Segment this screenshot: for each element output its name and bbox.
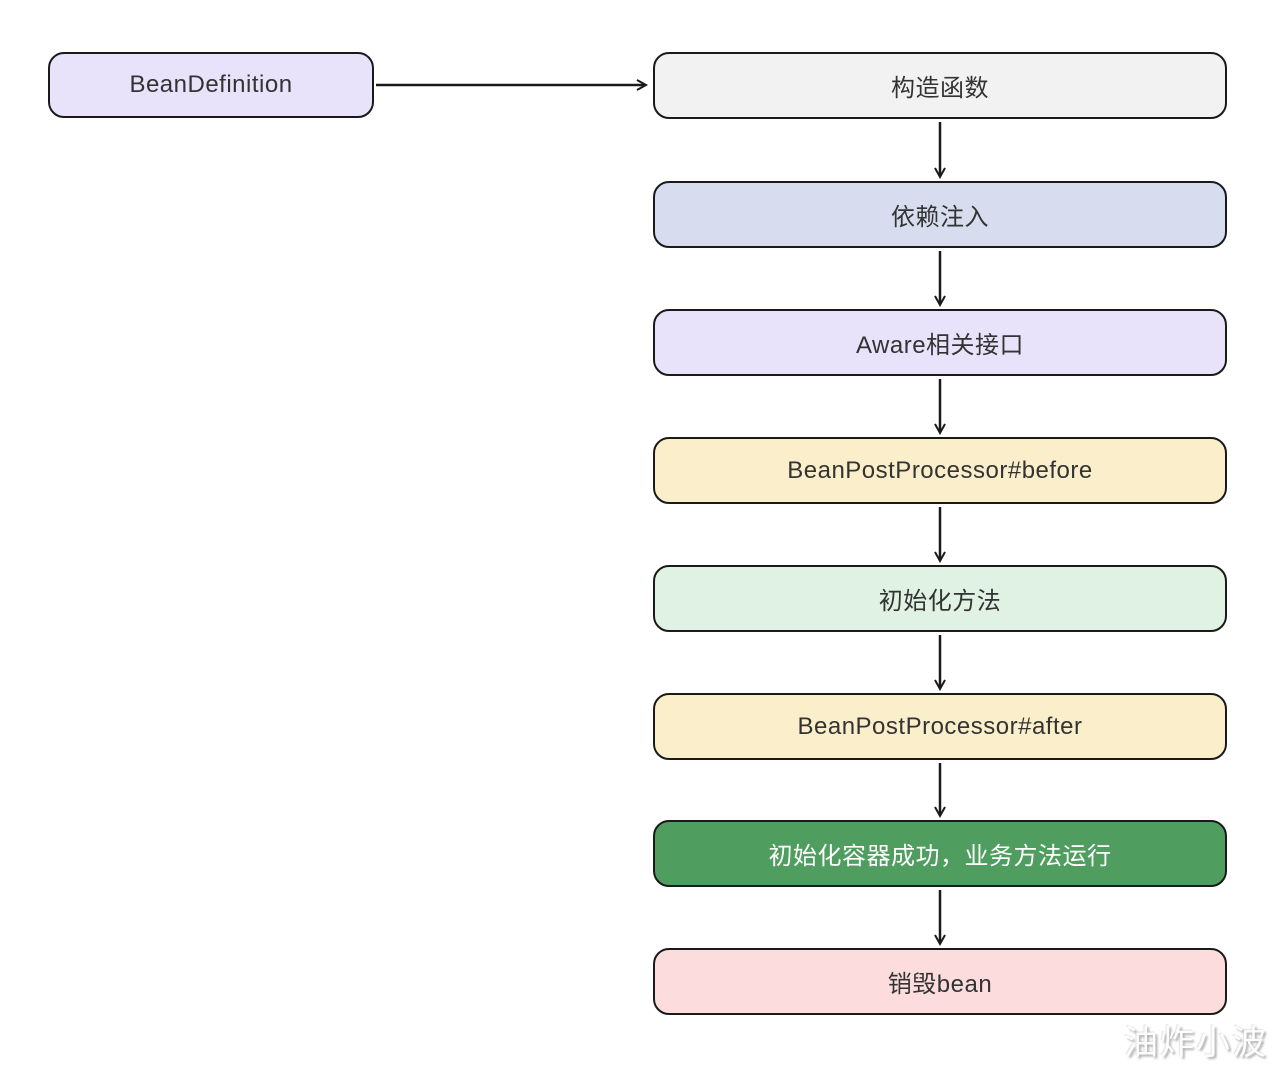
node-destroy-bean-label: 销毁bean	[887, 971, 993, 998]
node-beandefinition-label: BeanDefinition	[129, 71, 293, 98]
node-beandefinition: BeanDefinition	[48, 52, 374, 118]
node-dependency-injection-label: 依赖注入	[891, 204, 989, 231]
node-dependency-injection: 依赖注入	[653, 181, 1227, 248]
node-init-method-label: 初始化方法	[878, 588, 1002, 615]
node-beanpostprocessor-before-label: BeanPostProcessor#before	[787, 456, 1093, 484]
node-constructor-label: 构造函数	[891, 75, 989, 102]
node-aware-interfaces-label: Aware相关接口	[855, 332, 1025, 359]
node-beanpostprocessor-before: BeanPostProcessor#before	[653, 437, 1227, 504]
node-beanpostprocessor-after: BeanPostProcessor#after	[653, 693, 1227, 760]
node-container-running: 初始化容器成功，业务方法运行	[653, 820, 1227, 887]
watermark: 油炸小波	[1124, 1024, 1268, 1062]
node-container-running-label: 初始化容器成功，业务方法运行	[768, 843, 1112, 870]
node-aware-interfaces: Aware相关接口	[653, 309, 1227, 376]
node-destroy-bean: 销毁bean	[653, 948, 1227, 1015]
node-constructor: 构造函数	[653, 52, 1227, 119]
node-init-method: 初始化方法	[653, 565, 1227, 632]
node-beanpostprocessor-after-label: BeanPostProcessor#after	[797, 712, 1083, 740]
